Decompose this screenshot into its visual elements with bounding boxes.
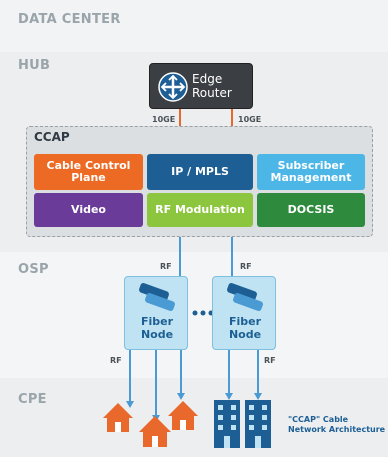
ccap-title: CCAP	[34, 130, 70, 144]
fiber-node-left-label: Fiber Node	[125, 315, 189, 341]
caption-line2: Network Architecture	[288, 425, 386, 434]
module-label: Video	[71, 203, 106, 216]
house-icon	[103, 403, 133, 432]
module-video: Video	[34, 193, 143, 227]
rf-drop-label-left: RF	[110, 356, 122, 365]
fiber-node-left: Fiber Node	[124, 276, 188, 350]
house-icon	[168, 401, 198, 430]
router-label-line1: Edge	[192, 72, 223, 86]
drop-arrow	[225, 393, 233, 400]
caption-line1: "CCAP" Cable	[288, 415, 349, 424]
module-docsis: DOCSIS	[257, 193, 365, 227]
fiber-node-right-label: Fiber Node	[213, 315, 277, 341]
rf-label-right: RF	[240, 262, 252, 271]
data-center-zone	[0, 0, 388, 52]
node-label-line2: Node	[228, 328, 262, 341]
fiber-node-icon	[139, 283, 175, 311]
module-ip-mpls: IP / MPLS	[147, 154, 253, 190]
node-label-line1: Fiber	[140, 315, 174, 328]
drop-arrow	[126, 401, 134, 408]
edge-router: Edge Router	[149, 63, 253, 109]
module-label: Cable Control Plane	[46, 159, 131, 184]
hub-label: HUB	[18, 58, 51, 73]
drop-arrow	[254, 393, 262, 400]
house-icon	[139, 416, 171, 447]
node-label-line1: Fiber	[228, 315, 262, 328]
router-label: Edge Router	[192, 72, 250, 100]
ellipsis-dot	[200, 310, 206, 316]
node-label-line2: Node	[140, 328, 174, 341]
module-label: DOCSIS	[287, 203, 335, 216]
module-label: IP / MPLS	[171, 165, 229, 178]
osp-label: OSP	[18, 262, 49, 277]
link-speed-left: 10GE	[152, 115, 176, 124]
fiber-node-icon	[227, 283, 263, 311]
building-icon	[214, 400, 240, 448]
ellipsis-dot	[192, 310, 198, 316]
module-subscriber-management: Subscriber Management	[257, 154, 365, 190]
link-speed-right: 10GE	[238, 115, 262, 124]
diagram-caption: "CCAP" Cable Network Architecture	[288, 415, 385, 435]
module-rf-modulation: RF Modulation	[147, 193, 253, 227]
drop-arrow	[177, 393, 185, 400]
router-label-line2: Router	[192, 86, 232, 100]
building-icon	[245, 400, 271, 448]
fiber-node-right: Fiber Node	[212, 276, 276, 350]
rf-drop-label-right: RF	[264, 356, 276, 365]
data-center-label: DATA CENTER	[18, 12, 121, 27]
rf-label-left: RF	[160, 262, 172, 271]
router-icon	[158, 72, 188, 102]
module-label: RF Modulation	[155, 203, 245, 216]
module-cable-control-plane: Cable Control Plane	[34, 154, 143, 190]
module-label: Subscriber Management	[270, 159, 352, 184]
cpe-label: CPE	[18, 392, 47, 407]
